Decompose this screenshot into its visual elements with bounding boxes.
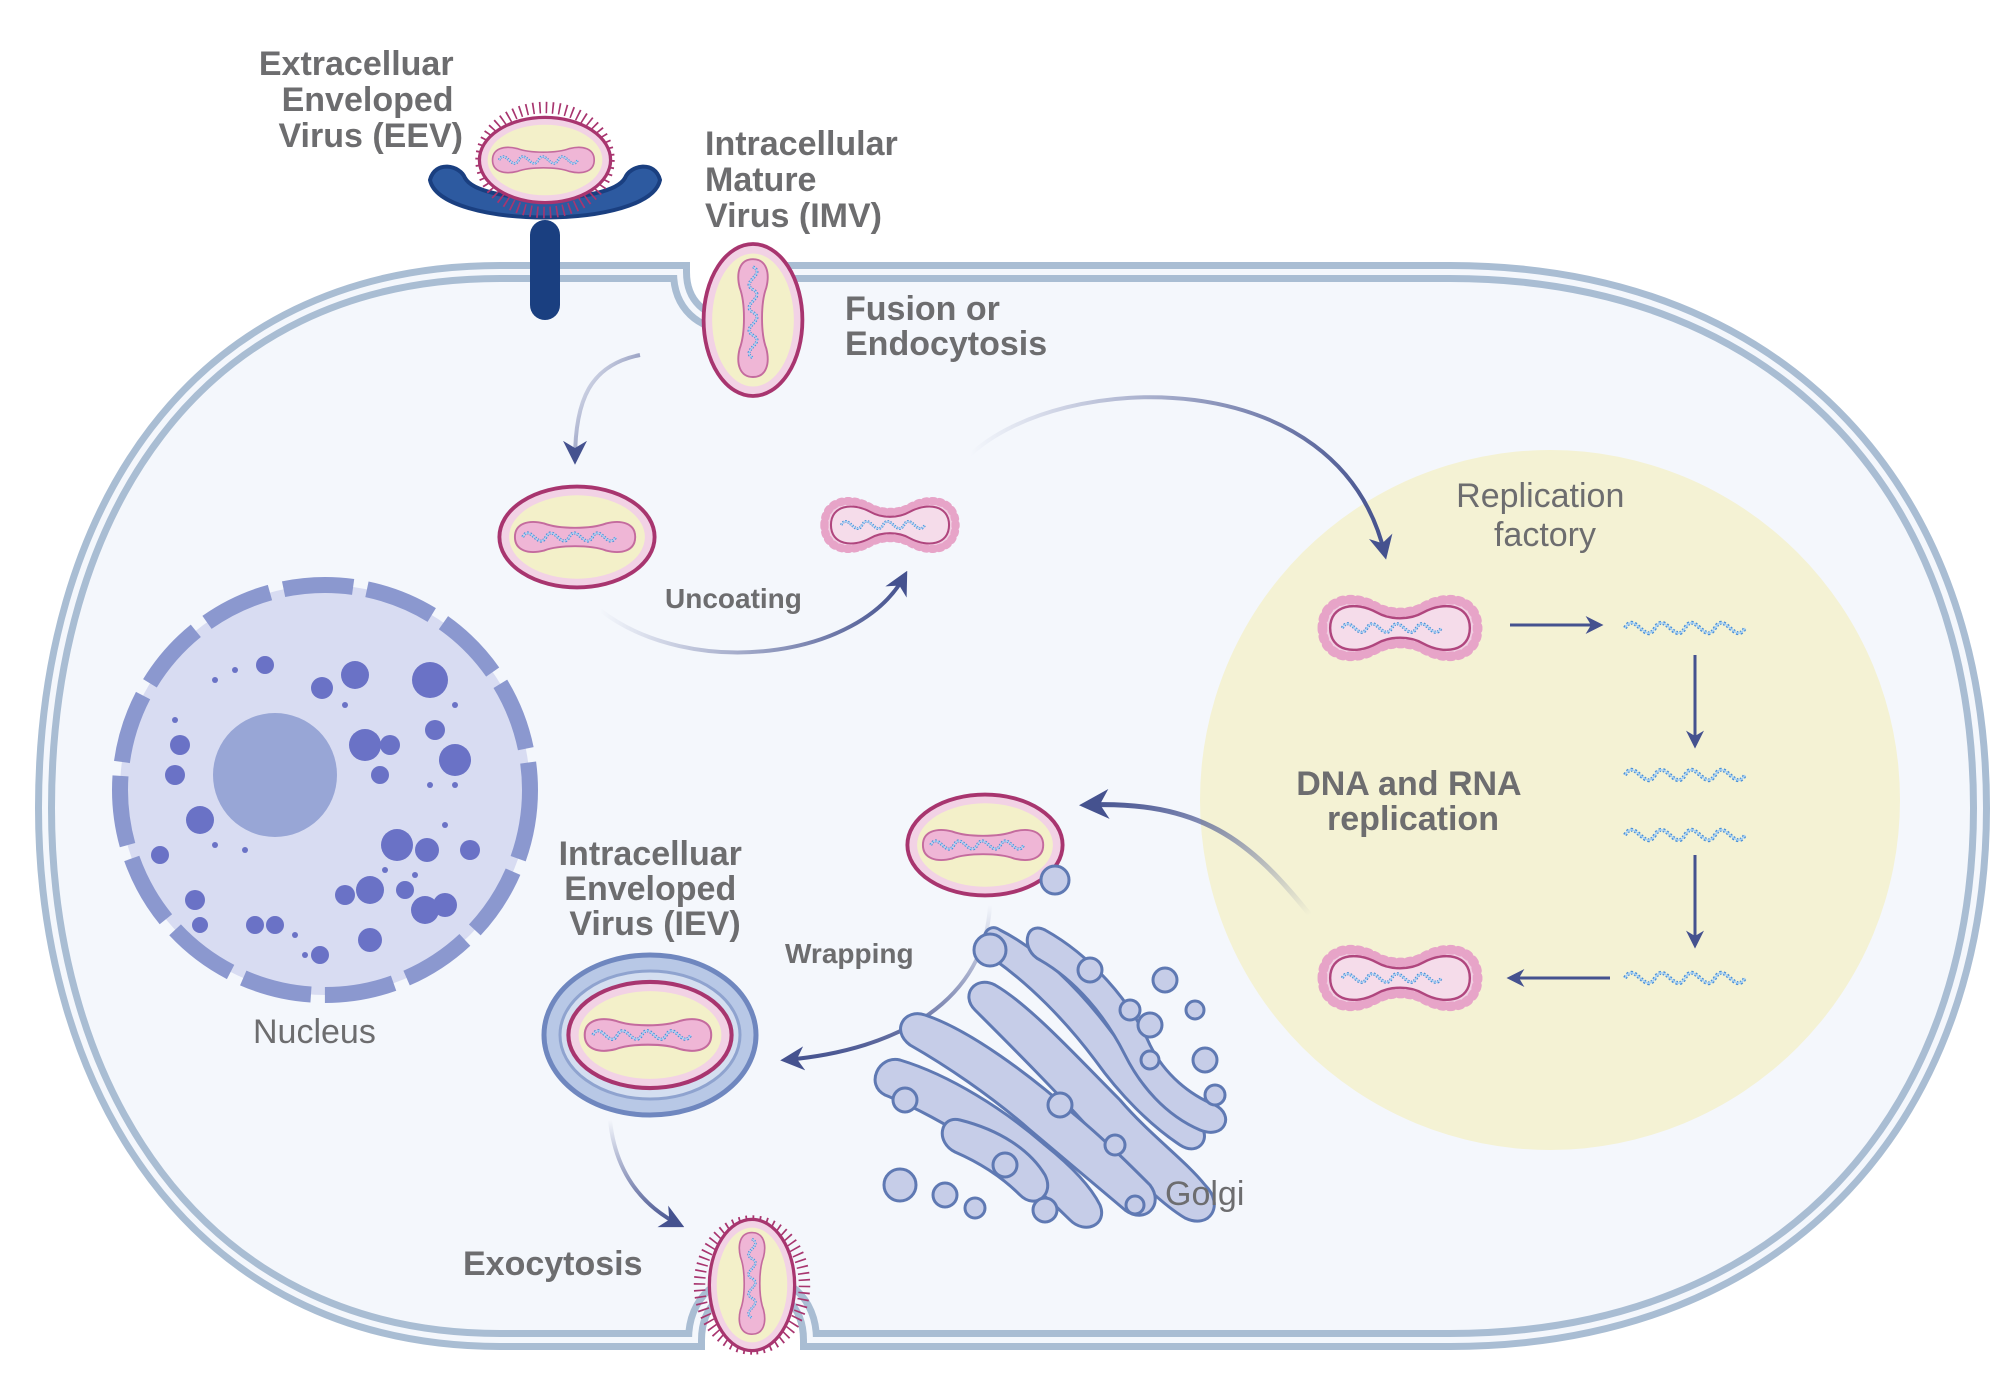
virion-icon	[499, 487, 654, 588]
replication-label-line: DNA and RNA	[1296, 765, 1521, 803]
imv-label: Intracellular Mature Virus (IMV)	[705, 125, 907, 235]
factory-label-line: factory	[1494, 516, 1596, 554]
arrow-icon	[563, 353, 1704, 1228]
core-icon	[1322, 600, 1477, 657]
eev-label: Extracelluar Enveloped Virus (EEV)	[259, 45, 463, 155]
golgi-icon	[873, 864, 1228, 1229]
iev-label: Intracelluar Enveloped Virus (IEV)	[559, 835, 752, 943]
wrapping-label: Wrapping	[785, 938, 914, 969]
core-icon	[824, 501, 955, 549]
iev-label-line: Enveloped	[564, 870, 736, 908]
iev-virion-icon	[541, 952, 759, 1118]
entry-label-line: Fusion or	[845, 290, 1000, 328]
core-icon	[1322, 950, 1477, 1007]
eev-label-line: Virus (EEV)	[278, 117, 463, 155]
eev-label-line: Extracelluar	[259, 45, 454, 83]
replication-label: DNA and RNA replication	[1296, 765, 1530, 838]
imv-label-line: Mature	[705, 161, 816, 199]
virion-icon	[907, 795, 1062, 896]
golgi-label: Golgi	[1165, 1175, 1244, 1213]
eev-label-line: Enveloped	[282, 81, 454, 119]
nucleus-icon	[112, 577, 538, 1003]
uncoating-label: Uncoating	[665, 583, 802, 614]
iev-label-line: Virus (IEV)	[569, 905, 740, 943]
factory-label: Replication factory	[1456, 477, 1634, 554]
replication-label-line: replication	[1327, 800, 1499, 838]
imv-label-line: Intracellular	[705, 125, 898, 163]
entry-label: Fusion or Endocytosis	[845, 290, 1047, 363]
nucleus-label: Nucleus	[253, 1013, 376, 1051]
factory-label-line: Replication	[1456, 477, 1624, 515]
entry-label-line: Endocytosis	[845, 325, 1047, 363]
imv-virion-icon	[704, 244, 803, 396]
exocytosis-label: Exocytosis	[463, 1245, 643, 1283]
iev-label-line: Intracelluar	[559, 835, 742, 873]
receptor-icon	[427, 164, 663, 320]
imv-label-line: Virus (IMV)	[705, 197, 882, 235]
